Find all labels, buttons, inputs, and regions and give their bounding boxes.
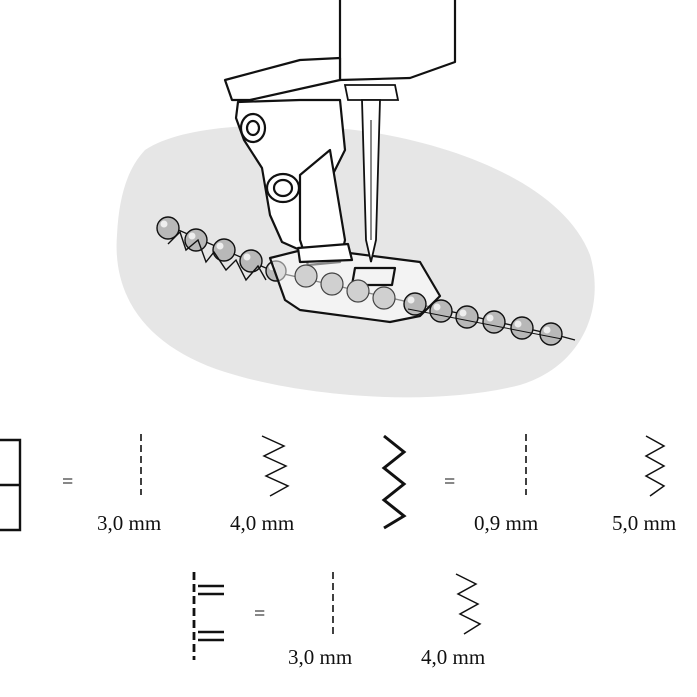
- bead: [212, 238, 236, 262]
- zigzag-stitch-icon: [261, 435, 290, 497]
- stitch-length-label: 3,0 mm: [288, 645, 353, 669]
- stitch-width-label: 4,0 mm: [230, 511, 295, 535]
- zigzag-thread: [167, 230, 267, 282]
- equals-sign: =: [444, 471, 456, 493]
- bead-string-under-foot: [294, 264, 396, 310]
- equals-sign: =: [62, 471, 74, 493]
- zigzag-pattern-symbol: [381, 434, 407, 530]
- needle-icon: [343, 84, 400, 263]
- stitch-width-label: 4,0 mm: [421, 645, 486, 669]
- equals-sign: =: [254, 603, 266, 625]
- bead-string-right: [403, 292, 563, 346]
- triple-stitch-icon: [192, 572, 224, 660]
- triple-stitch-icon: [0, 438, 22, 532]
- stitch-length-label: 3,0 mm: [97, 511, 162, 535]
- zigzag-stitch-icon: [455, 573, 482, 635]
- zigzag-stitch-icon: [644, 435, 666, 497]
- bead: [156, 216, 180, 240]
- stitch-width-label: 5,0 mm: [612, 511, 677, 535]
- stitch-length-label: 0,9 mm: [474, 511, 539, 535]
- bead: [239, 249, 263, 273]
